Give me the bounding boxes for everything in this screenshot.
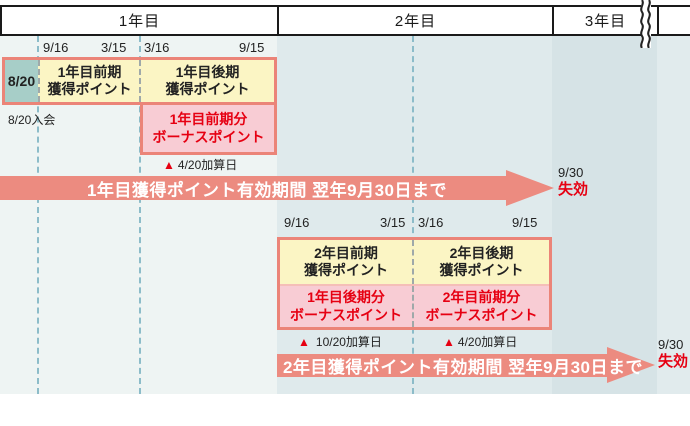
header-year3-label: 3年目 (554, 7, 659, 34)
year1-second-half-line1: 1年目後期 (175, 63, 240, 80)
year1-second-half-cell: 1年目後期 獲得ポイント (139, 60, 274, 102)
year2-second-half-line1: 2年目後期 (449, 244, 514, 261)
year2-tick-315: 3/15 (380, 215, 406, 230)
year2-add-date-second-label: 4/20加算日 (457, 335, 518, 349)
add-date-marker-icon: ▲ (163, 157, 175, 172)
year1-validity-arrow: 1年目獲得ポイント有効期間 翌年9月30日まで (0, 170, 554, 206)
year2-add-date-second: ▲ 4/20加算日 (443, 333, 517, 350)
year1-second-half-line2: 獲得ポイント (165, 81, 250, 97)
year2-tick-316: 3/16 (418, 215, 444, 230)
year1-arrow-band (0, 176, 506, 200)
year1-expiry: 9/30 失効 (558, 165, 588, 199)
year2-add-date-first: ▲ 10/20加算日 (298, 333, 382, 350)
year2-add-date-first-label: 10/20加算日 (315, 335, 382, 349)
year2-arrow-head-icon (607, 347, 655, 383)
year2-first-half-line2: 獲得ポイント (304, 262, 388, 278)
year2-tick-916: 9/16 (284, 215, 310, 230)
year2-bonus-current-cell: 2年目前期分 ボーナスポイント (412, 286, 549, 327)
year2-column-bg (277, 36, 552, 394)
dashed-line-year1-916 (37, 36, 39, 394)
year2-bonus-current-line1: 2年目前期分 (442, 289, 521, 305)
year1-first-half-cell: 1年目前期 獲得ポイント (38, 60, 139, 102)
header-year1-label: 1年目 (2, 7, 279, 34)
header-year2-label: 2年目 (279, 7, 554, 34)
year1-tick-915: 9/15 (239, 40, 265, 55)
dashed-line-year1-316 (139, 36, 141, 394)
year1-bonus-points-box: 1年目前期分 ボーナスポイント (140, 102, 277, 155)
add-date-marker-icon: ▲ (443, 334, 455, 349)
year1-tick-316: 3/16 (144, 40, 170, 55)
year1-tick-916: 9/16 (43, 40, 69, 55)
year1-bonus-line1: 1年目前期分 (169, 111, 248, 127)
year1-add-date-label: 4/20加算日 (177, 158, 238, 172)
year1-earned-points-box: 8/20 1年目前期 獲得ポイント 1年目後期 獲得ポイント (2, 57, 277, 105)
year3-column-bg (552, 36, 657, 394)
year1-enroll-cell: 8/20 (5, 60, 38, 102)
year1-tick-315: 3/15 (101, 40, 127, 55)
year1-add-date: ▲ 4/20加算日 (163, 156, 237, 173)
year2-arrow-band (277, 354, 607, 377)
year1-first-half-line2: 獲得ポイント (47, 81, 132, 97)
dashed-line-year2-316 (412, 36, 414, 394)
year2-expiry-date: 9/30 (658, 337, 684, 352)
year1-expiry-label: 失効 (558, 180, 589, 198)
year2-bonus-current-line2: ボーナスポイント (425, 306, 538, 323)
after-break-column-bg (657, 36, 690, 394)
year2-bonus-prev-cell: 1年目後期分 ボーナスポイント (280, 286, 412, 327)
year2-second-half-line2: 獲得ポイント (439, 262, 524, 278)
year2-bonus-prev-line1: 1年目後期分 (307, 289, 385, 305)
year1-bonus-line2: ボーナスポイント (152, 128, 265, 145)
year2-first-half-cell: 2年目前期 獲得ポイント (280, 240, 412, 284)
year1-expiry-date: 9/30 (558, 165, 584, 180)
add-date-marker-icon: ▲ (298, 334, 310, 349)
year2-points-box: 2年目前期 獲得ポイント 2年目後期 獲得ポイント 1年目後期分 ボーナスポイン… (277, 237, 552, 330)
timeline-header: 1年目 2年目 3年目 (0, 5, 690, 36)
year1-first-half-line1: 1年目前期 (57, 63, 122, 80)
year2-expiry-label: 失効 (658, 352, 689, 370)
year2-expiry: 9/30 失効 (658, 337, 688, 371)
year2-second-half-cell: 2年目後期 獲得ポイント (412, 240, 549, 284)
year1-arrow-head-icon (506, 170, 554, 206)
year1-validity-text: 1年目獲得ポイント有効期間 翌年9月30日まで (86, 180, 448, 200)
year2-validity-text: 2年目獲得ポイント有効期間 翌年9月30日まで (282, 358, 644, 377)
year2-tick-915: 9/15 (512, 215, 538, 230)
enrollment-note: 8/20入会 (8, 113, 56, 127)
year2-first-half-line1: 2年目前期 (314, 244, 378, 261)
year2-bonus-prev-line2: ボーナスポイント (290, 306, 402, 323)
axis-break-icon (640, 0, 651, 48)
year1-bonus-cell: 1年目前期分 ボーナスポイント (143, 105, 274, 152)
header-empty-cell (659, 7, 690, 34)
year2-validity-arrow: 2年目獲得ポイント有効期間 翌年9月30日まで (277, 347, 655, 384)
